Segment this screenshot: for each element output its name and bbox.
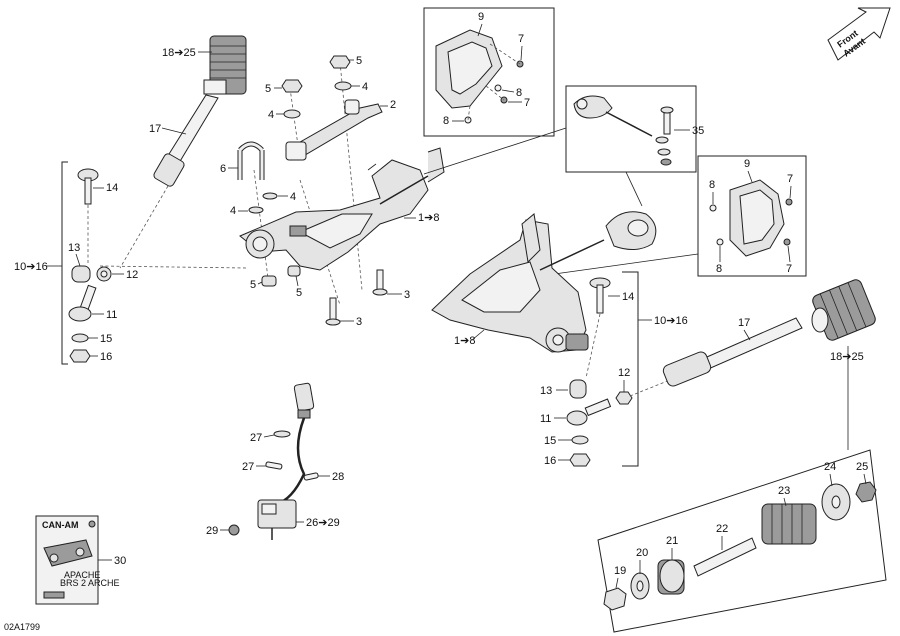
wiring-harness xyxy=(228,382,319,540)
callout-15-left: 15 xyxy=(100,333,112,345)
ball-joint-11-right xyxy=(566,398,612,426)
callout-27-b: 27 xyxy=(242,461,254,473)
callout-17-right: 17 xyxy=(738,317,750,329)
lower-arm-left xyxy=(239,147,445,271)
nut-5-top xyxy=(329,55,351,69)
callout-7-right-b: 7 xyxy=(786,263,792,275)
callout-29: 29 xyxy=(206,525,218,537)
callout-27-a: 27 xyxy=(250,432,262,444)
callout-4-top: 4 xyxy=(362,81,368,93)
callout-22: 22 xyxy=(716,523,728,535)
callout-13-right: 13 xyxy=(540,385,552,397)
callout-21: 21 xyxy=(666,535,678,547)
shock-exploded-box xyxy=(597,449,887,633)
callout-23: 23 xyxy=(778,485,790,497)
callout-12-left: 12 xyxy=(126,269,138,281)
callout-8-top-a: 8 xyxy=(516,87,522,99)
manual-title-1: APACHE xyxy=(64,570,100,580)
upper-arm-2 xyxy=(285,99,383,161)
callout-17: 17 xyxy=(149,123,161,135)
callout-5-top: 5 xyxy=(356,55,362,67)
callout-7-top-a: 7 xyxy=(518,33,524,45)
nut-16-right xyxy=(569,453,591,467)
washer-4-mid xyxy=(283,109,301,119)
callout-9-top: 9 xyxy=(478,11,484,23)
bushing-5-lower-b xyxy=(287,265,301,277)
callout-4-right: 4 xyxy=(290,191,296,203)
callout-14-left: 14 xyxy=(106,182,118,194)
callout-7-right-a: 7 xyxy=(787,173,793,185)
callout-18-25-right: 18➔25 xyxy=(830,351,864,363)
callout-3-b: 3 xyxy=(356,316,362,328)
bolt-14-right xyxy=(589,277,611,314)
bushing-5-lower-a xyxy=(261,275,277,287)
callout-9-right: 9 xyxy=(744,158,750,170)
callout-8-top-b: 8 xyxy=(443,115,449,127)
washer-4-right xyxy=(262,192,278,200)
ball-joint-11-left xyxy=(68,284,97,322)
bolt-3-a xyxy=(372,269,388,296)
callout-1-8-left: 1➔8 xyxy=(418,212,439,224)
callout-16-left: 16 xyxy=(100,351,112,363)
callout-13-left: 13 xyxy=(68,242,80,254)
front-direction-arrow: Front Avant xyxy=(827,7,891,61)
lower-arm-right xyxy=(431,211,657,353)
washer-4-left xyxy=(248,206,264,214)
callout-14-right: 14 xyxy=(622,291,634,303)
callout-12-right: 12 xyxy=(618,367,630,379)
callout-28: 28 xyxy=(332,471,344,483)
callout-2: 2 xyxy=(390,99,396,111)
washer-15-left xyxy=(71,333,89,343)
callout-26-29: 26➔29 xyxy=(306,517,340,529)
guard-detail-box-right xyxy=(697,155,807,277)
guard-detail-box-top xyxy=(423,7,555,137)
callout-11-right: 11 xyxy=(540,413,551,425)
callout-7-top-b: 7 xyxy=(524,97,530,109)
callout-11-left: 11 xyxy=(106,309,117,321)
callout-30: 30 xyxy=(114,555,126,567)
washer-15-right xyxy=(571,435,589,445)
callout-4-mid: 4 xyxy=(268,109,274,121)
bushing-13-right xyxy=(569,379,587,399)
drawing-code: 02A1799 xyxy=(4,622,40,632)
nut-12-left xyxy=(96,266,112,282)
callout-25: 25 xyxy=(856,461,868,473)
callout-8-right-b: 8 xyxy=(716,263,722,275)
bolt-14-left xyxy=(77,168,99,205)
u-bolt-6 xyxy=(237,141,265,180)
callout-20: 20 xyxy=(636,547,648,559)
bolt-3-b xyxy=(325,297,341,326)
callout-3-a: 3 xyxy=(404,289,410,301)
callout-18-25: 18➔25 xyxy=(162,47,196,59)
callout-19: 19 xyxy=(614,565,626,577)
nut-5-mid xyxy=(281,79,303,93)
callout-15-right: 15 xyxy=(544,435,556,447)
cable-detail-box xyxy=(565,85,697,173)
callout-8-right-a: 8 xyxy=(709,179,715,191)
callout-16-right: 16 xyxy=(544,455,556,467)
callout-24: 24 xyxy=(824,461,836,473)
callout-5-mid: 5 xyxy=(265,83,271,95)
owner-manual-booklet: CAN-AM APACHE BRS 2 ARCHE xyxy=(35,515,120,605)
callout-35: 35 xyxy=(692,125,704,137)
shock-absorber-right xyxy=(662,279,876,387)
nut-12-right xyxy=(615,391,633,405)
callout-4-left: 4 xyxy=(230,205,236,217)
callout-10-16-left: 10➔16 xyxy=(14,261,48,273)
callout-1-8-right: 1➔8 xyxy=(454,335,475,347)
nut-16-left xyxy=(69,349,91,363)
shock-absorber-upper xyxy=(153,35,247,187)
bushing-13-left xyxy=(71,265,91,283)
callout-5-lower-b: 5 xyxy=(296,287,302,299)
manual-brand: CAN-AM xyxy=(42,520,79,530)
washer-4-top xyxy=(334,81,352,91)
callout-10-16-right: 10➔16 xyxy=(654,315,688,327)
manual-title-2: BRS 2 ARCHE xyxy=(60,578,120,588)
callout-6: 6 xyxy=(220,163,226,175)
callout-5-lower-a: 5 xyxy=(250,279,256,291)
